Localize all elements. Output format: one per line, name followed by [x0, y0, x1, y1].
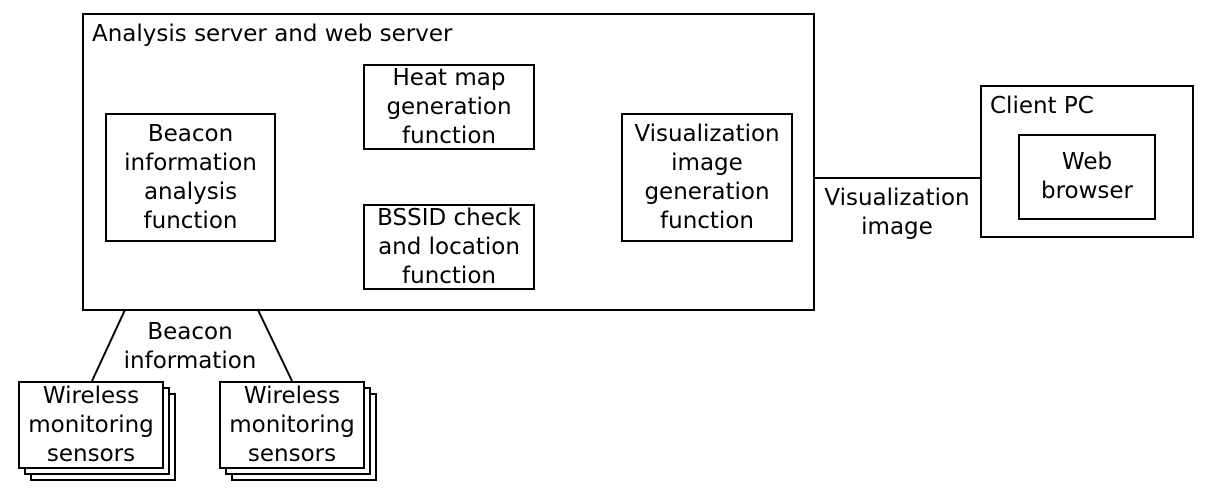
bssid-check-box: BSSID check and location function — [363, 204, 535, 290]
sensors-left-label: Wireless monitoring sensors — [28, 382, 154, 467]
heat-map-box: Heat map generation function — [363, 64, 535, 150]
heat-map-label: Heat map generation function — [386, 64, 512, 149]
sensor-stack-left: Wireless monitoring sensors — [18, 381, 164, 469]
web-browser-box: Web browser — [1018, 134, 1156, 220]
server-group-title: Analysis server and web server — [92, 21, 453, 47]
sensor-stack-right: Wireless monitoring sensors — [219, 381, 365, 469]
visualization-image-label: Visualization image — [824, 185, 970, 240]
visualization-gen-box: Visualization image generation function — [621, 113, 793, 242]
beacon-analysis-label: Beacon information analysis function — [124, 120, 257, 234]
bssid-check-label: BSSID check and location function — [377, 204, 521, 289]
client-group-title: Client PC — [990, 93, 1094, 119]
beacon-analysis-box: Beacon information analysis function — [105, 113, 276, 242]
beacon-information-label: Beacon information — [123, 319, 257, 374]
web-browser-label: Web browser — [1040, 149, 1134, 204]
sensors-right-label: Wireless monitoring sensors — [229, 382, 355, 467]
visualization-gen-label: Visualization image generation function — [634, 120, 780, 234]
